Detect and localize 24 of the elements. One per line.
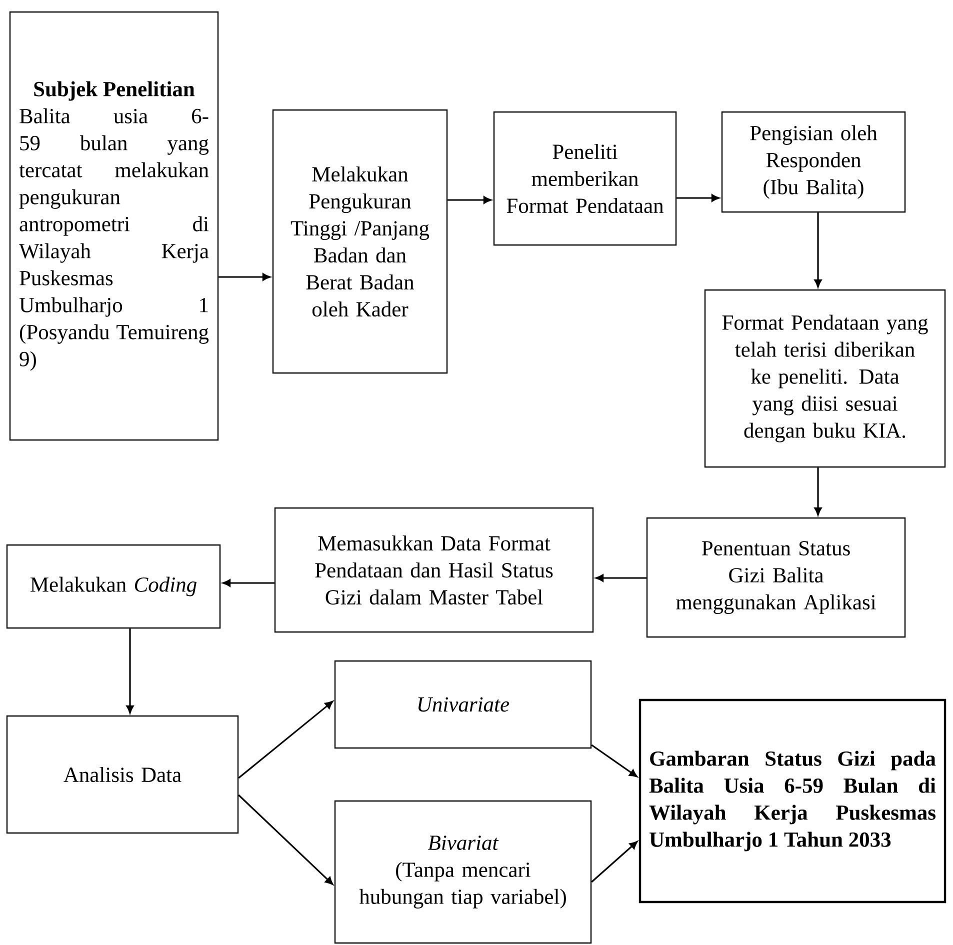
arrow — [448, 196, 492, 204]
arrow — [218, 273, 270, 281]
arrow — [591, 744, 638, 778]
arrow — [238, 794, 334, 885]
arrow — [596, 574, 646, 582]
arrow — [222, 579, 274, 587]
process-box: Subjek Penelitian Balita usia 6-59 bulan yang tercatat melakukan pengukuran antropometri di Wilayah Kerja Puskesmas Umbulharjo 1 (Posyandu Temuireng 9) — [9, 11, 219, 441]
process-box: Memasukkan Data Format Pendataan dan Hasil Status Gizi dalam Master Tabel — [274, 507, 594, 633]
process-box: Format Pendataan yang telah terisi diberikan ke peneliti. Data yang diisi sesuai dengan buku KIA. — [704, 289, 946, 468]
process-box: Bivariat (Tanpa mencari hubungan tiap variabel) — [334, 800, 592, 944]
process-box: Melakukan Pengukuran Tinggi /Panjang Badan dan Berat Badan oleh Kader — [272, 109, 448, 374]
process-box: Peneliti memberikan Format Pendataan — [493, 111, 677, 246]
process-box: Gambaran Status Gizi pada Balita Usia 6-59 Bulan di Wilayah Kerja Puskesmas Umbulharjo 1 Tahun 2033 — [638, 698, 946, 904]
process-box: Univariate — [334, 660, 592, 749]
process-box: Penentuan Status Gizi Balita menggunakan Aplikasi — [646, 517, 906, 638]
arrow — [591, 841, 638, 883]
arrow — [676, 194, 720, 202]
arrow — [814, 468, 822, 516]
arrow — [814, 212, 822, 288]
process-box: Pengisian oleh Responden (Ibu Balita) — [721, 111, 906, 213]
process-box: Analisis Data — [6, 715, 239, 834]
arrow — [238, 700, 334, 779]
arrow — [126, 628, 134, 714]
process-box: Melakukan Coding — [6, 544, 221, 629]
